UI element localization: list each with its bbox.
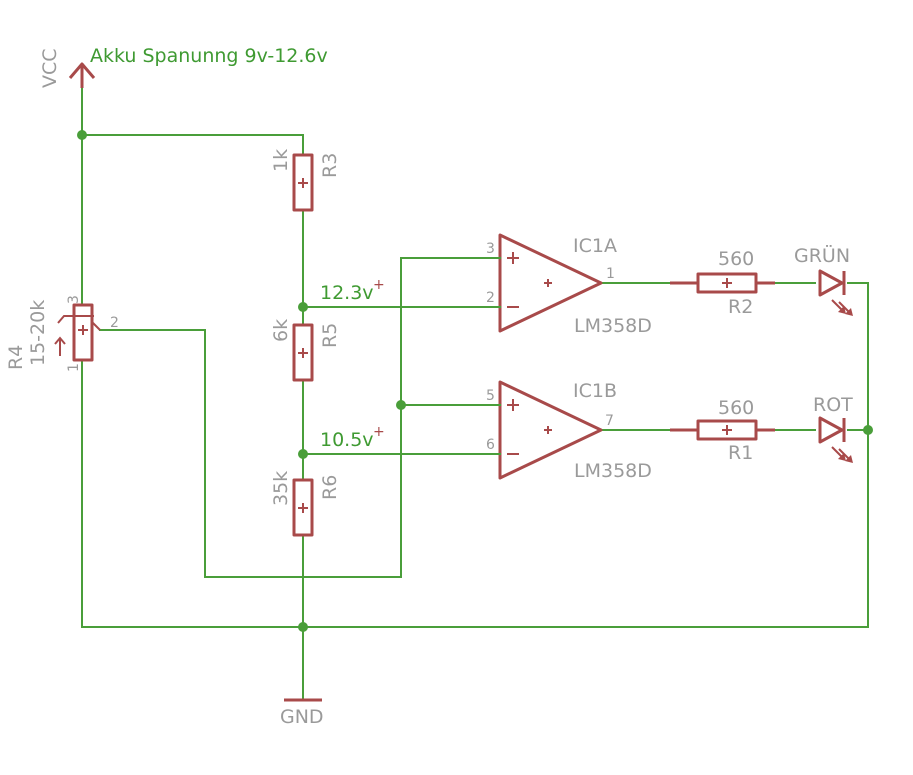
ic1b-pin-plus: 5 xyxy=(486,388,495,404)
plus-mark xyxy=(544,426,552,434)
wire-pot-to-ground xyxy=(81,359,869,628)
wire-vcc-to-r3 xyxy=(81,134,304,156)
ic1a-pin-minus: 2 xyxy=(486,290,495,306)
plus-mark xyxy=(298,503,308,513)
wire-wiper xyxy=(99,257,481,578)
junction-dot xyxy=(298,449,308,459)
led-red: ROT xyxy=(813,394,853,463)
pot-pin-2: 2 xyxy=(110,315,119,331)
arrowhead xyxy=(845,308,853,316)
junction-dot xyxy=(77,130,87,140)
ic1b-pin-out: 7 xyxy=(605,413,614,429)
ic1a-pin-out: 1 xyxy=(606,266,615,282)
pin-lead xyxy=(479,257,501,308)
r4-name: R4 xyxy=(5,345,27,370)
gnd-label: GND xyxy=(280,706,324,728)
r5-value: 6k xyxy=(270,319,292,342)
vcc-label: VCC xyxy=(39,48,61,88)
r2-value: 560 xyxy=(718,248,754,270)
wiper-arrow-icon xyxy=(57,315,101,331)
ic1b-pin-minus: 6 xyxy=(486,437,495,453)
r1-value: 560 xyxy=(718,397,754,419)
r6-value: 35k xyxy=(270,471,292,506)
plus-mark xyxy=(722,425,732,435)
opamp-ic1a: 3 2 1 IC1A LM358D xyxy=(479,233,652,337)
plus-mark xyxy=(298,348,308,358)
resistor-r6: 35k R6 xyxy=(270,471,341,537)
node-voltage-labels: 12.3v + 10.5v + xyxy=(320,277,385,451)
junction-dot xyxy=(298,302,308,312)
pin-lead xyxy=(479,404,501,455)
led-icon xyxy=(818,416,844,444)
junctions xyxy=(77,130,873,632)
potentiometer-r4: 3 1 2 R4 15-20k xyxy=(5,295,119,372)
opamp-body xyxy=(498,233,603,333)
r4-value: 15-20k xyxy=(27,300,49,366)
led-icon xyxy=(818,269,844,297)
ic1a-name: IC1A xyxy=(573,235,617,257)
ic1b-name: IC1B xyxy=(573,380,617,402)
r5-name: R5 xyxy=(319,323,341,348)
resistor-body xyxy=(292,478,314,537)
junction-dot xyxy=(298,622,308,632)
plus-input-icon xyxy=(507,252,519,264)
pot-pin-3: 3 xyxy=(66,295,82,304)
pot-pin-1: 1 xyxy=(66,363,82,372)
opamp-ic1b: 5 6 7 IC1B LM358D xyxy=(479,380,652,482)
potentiometer-body xyxy=(72,303,94,362)
ic1b-part: LM358D xyxy=(574,460,652,482)
node-voltage-upper: 12.3v xyxy=(320,282,374,304)
resistor-body xyxy=(292,153,314,212)
node-voltage-lower: 10.5v xyxy=(320,429,374,451)
plus-mark xyxy=(78,325,88,335)
plus-sign: + xyxy=(373,277,385,293)
wire-green-led-to-return xyxy=(847,282,869,628)
junction-dot xyxy=(863,425,873,435)
ic1a-part: LM358D xyxy=(574,315,652,337)
ic1a-pin-plus: 3 xyxy=(486,241,495,257)
led-green: GRÜN xyxy=(794,244,853,316)
opamp-body xyxy=(498,380,603,480)
r1-name: R1 xyxy=(728,442,753,464)
resistor-r5: 6k R5 xyxy=(270,319,341,382)
plus-input-icon xyxy=(507,399,519,411)
r3-name: R3 xyxy=(319,153,341,178)
arrowhead xyxy=(838,306,846,314)
resistor-r2: 560 R2 xyxy=(670,248,775,318)
plus-mark xyxy=(298,178,308,188)
led-red-name: ROT xyxy=(813,394,853,416)
junction-dot xyxy=(396,400,406,410)
wires xyxy=(81,87,869,701)
plus-mark xyxy=(722,278,732,288)
arrowhead xyxy=(838,453,846,461)
r2-name: R2 xyxy=(728,296,753,318)
arrowhead xyxy=(845,455,853,463)
vcc-symbol: VCC Akku Spanunng 9v-12.6v xyxy=(39,45,328,88)
resistor-r1: 560 R1 xyxy=(670,397,775,464)
plus-sign: + xyxy=(373,424,385,440)
resistor-r3: 1k R3 xyxy=(270,149,341,212)
resistor-body xyxy=(292,323,314,382)
r3-value: 1k xyxy=(270,149,292,172)
adjust-arrow-icon xyxy=(54,336,66,356)
plus-mark xyxy=(544,279,552,287)
led-green-name: GRÜN xyxy=(794,244,850,267)
ground-symbol: GND xyxy=(280,698,324,728)
supply-note: Akku Spanunng 9v-12.6v xyxy=(90,45,328,67)
r6-name: R6 xyxy=(319,475,341,500)
